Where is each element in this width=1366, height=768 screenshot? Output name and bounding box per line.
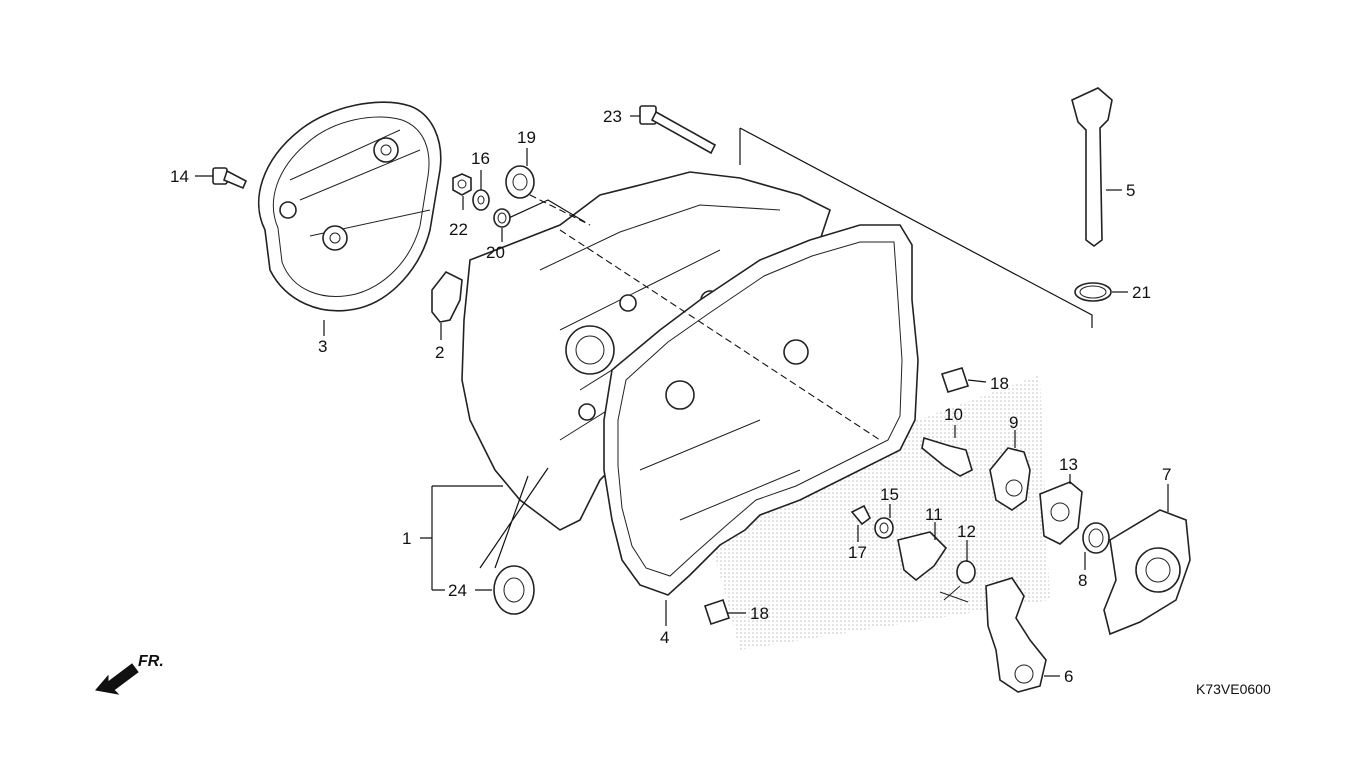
part-2-guide	[431, 270, 463, 323]
callout-14: 14	[170, 167, 189, 186]
part-23-bolt	[639, 105, 717, 155]
part-20-oring	[493, 208, 511, 228]
part-21-oring	[1074, 282, 1112, 302]
callout-4: 4	[660, 628, 669, 647]
callout-6: 6	[1064, 667, 1073, 686]
part-11-lever	[897, 531, 948, 582]
callout-18-lower: 18	[750, 604, 769, 623]
part-8-spring	[1082, 522, 1110, 554]
callout-5: 5	[1126, 181, 1135, 200]
part-9-housing	[989, 447, 1031, 511]
part-6-arm	[985, 577, 1047, 693]
callout-17: 17	[848, 543, 867, 562]
part-13-plate	[1039, 481, 1083, 545]
part-10-shaft	[921, 436, 973, 477]
callout-11: 11	[925, 505, 943, 524]
callout-10: 10	[944, 405, 963, 424]
callout-3: 3	[318, 337, 327, 356]
callout-21: 21	[1132, 283, 1151, 302]
callout-13: 13	[1059, 455, 1078, 474]
callout-8: 8	[1078, 571, 1087, 590]
part-17-clip	[850, 504, 872, 526]
assembly-guide-lines	[499, 127, 1093, 441]
callout-16: 16	[471, 149, 490, 168]
callout-labels: 1 2 3 4 5 6 7 8 9 10 11 12 13 14 15 16 1…	[170, 107, 1171, 686]
part-3-outer-cover	[257, 101, 442, 312]
callout-1: 1	[402, 529, 411, 548]
callout-2: 2	[435, 343, 444, 362]
callout-22: 22	[449, 220, 468, 239]
callout-24: 24	[448, 581, 467, 600]
callout-23: 23	[603, 107, 622, 126]
part-12-spring	[939, 560, 976, 603]
callout-9: 9	[1009, 413, 1018, 432]
part-18-dowel-upper	[940, 367, 970, 393]
leader-lines	[195, 115, 1169, 677]
callout-18-upper: 18	[990, 374, 1009, 393]
direction-label: FR.	[138, 653, 164, 670]
part-14-bolt	[212, 167, 248, 190]
part-16-washer	[472, 189, 490, 211]
part-22-nut	[452, 173, 472, 196]
callout-19: 19	[517, 128, 536, 147]
part-18-dowel-lower	[703, 598, 731, 626]
callout-20: 20	[486, 243, 505, 262]
part-5-dipstick	[1071, 87, 1113, 247]
part-19-bearing	[505, 165, 535, 199]
front-direction-arrow: FR.	[95, 653, 164, 695]
diagram-code: K73VE0600	[1196, 681, 1271, 697]
part-24-bearing	[493, 565, 535, 615]
callout-15: 15	[880, 485, 899, 504]
callout-7: 7	[1162, 465, 1171, 484]
part-4-gasket	[603, 224, 919, 596]
part-15-washer	[874, 517, 894, 539]
callout-12: 12	[957, 522, 976, 541]
part-7-cover	[1103, 509, 1191, 636]
